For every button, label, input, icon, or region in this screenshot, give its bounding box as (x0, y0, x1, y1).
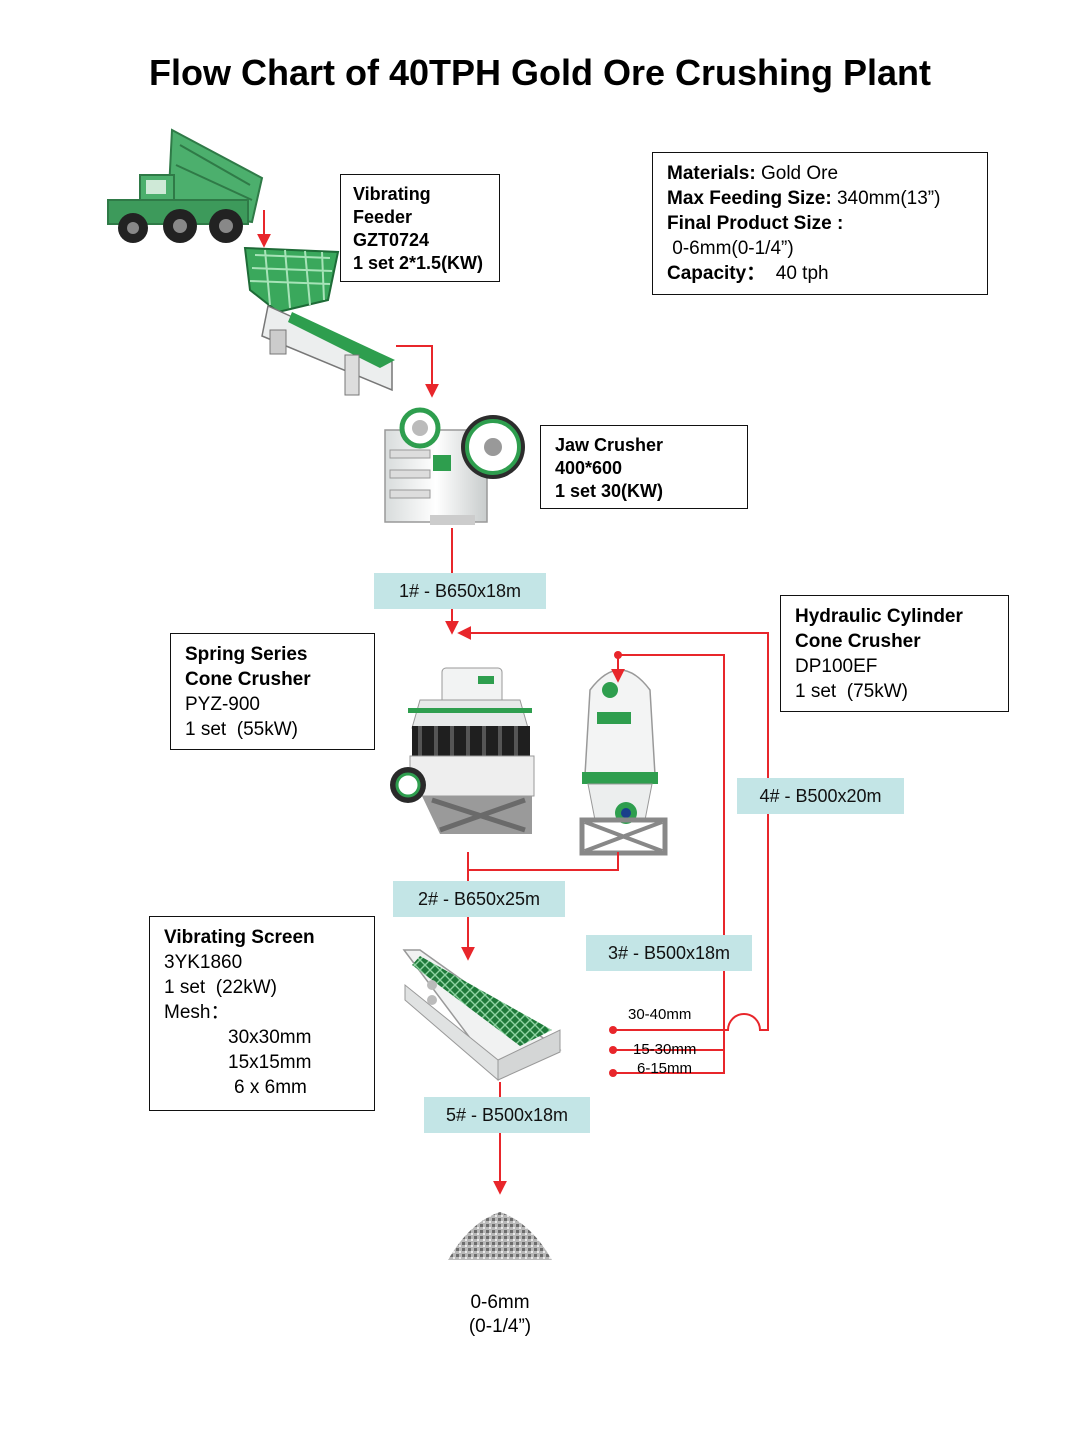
materials-label: Materials: (667, 163, 756, 184)
jaw-crusher-name: Jaw Crusher (555, 435, 664, 455)
screen-model: 3YK1860 (164, 952, 243, 973)
spring-cone-power: 1 set (55kW) (185, 719, 298, 740)
feeder-name-line2: Feeder (353, 207, 413, 227)
screen-mesh-label: Mesh： (164, 1002, 230, 1023)
screen-output-30-40: 30-40mm (628, 1006, 692, 1023)
hydraulic-cone-label-box: Hydraulic Cylinder Cone Crusher DP100EF … (780, 595, 1009, 712)
screen-mesh-2: 15x15mm (228, 1052, 312, 1073)
screen-output-6-15: 6-15mm (637, 1060, 693, 1077)
belt-2-label: 2# - B650x25m (393, 881, 565, 917)
sand-pile-icon (448, 1212, 552, 1260)
feeder-model: GZT0724 (353, 230, 430, 250)
feeder-name-line1: Vibrating (353, 184, 431, 204)
screen-power: 1 set (22kW) (164, 977, 277, 998)
hydraulic-cone-crusher-icon (579, 669, 668, 856)
spring-cone-name-line2: Cone Crusher (185, 669, 311, 690)
vibrating-screen-label-box: Vibrating Screen 3YK1860 1 set (22kW) Me… (149, 916, 375, 1111)
hydraulic-cone-model: DP100EF (795, 656, 878, 677)
screen-mesh-3: 6 x 6mm (234, 1077, 307, 1098)
spring-cone-model: PYZ-900 (185, 694, 260, 715)
feed-size-label: Max Feeding Size: (667, 188, 832, 209)
product-size-value: 0-6mm(0-1/4”) (667, 238, 794, 259)
final-product-size-mm: 0-6mm (470, 1292, 530, 1313)
hydraulic-cone-name-line2: Cone Crusher (795, 631, 921, 652)
jaw-crusher-label-box: Jaw Crusher 400*600 1 set 30(KW) (540, 425, 748, 509)
belt-5-label: 5# - B500x18m (424, 1097, 590, 1133)
spring-cone-name-line1: Spring Series (185, 644, 308, 665)
screen-mesh-1: 30x30mm (228, 1027, 312, 1048)
belt-4-label: 4# - B500x20m (737, 778, 904, 814)
flow-lines (257, 210, 769, 1195)
screen-name: Vibrating Screen (164, 927, 315, 948)
final-product-size-in: (0-1/4”) (468, 1316, 532, 1337)
feed-size-value: 340mm(13”) (831, 188, 941, 209)
final-product-label: 0-6mm (0-1/4”) (440, 1291, 560, 1339)
dump-truck-icon (107, 128, 264, 243)
vibrating-feeder-icon (243, 246, 395, 396)
capacity-label: Capacity： (667, 263, 766, 284)
feeder-label-box: Vibrating Feeder GZT0724 1 set 2*1.5(KW) (340, 174, 500, 282)
belt-1-label: 1# - B650x18m (374, 573, 546, 609)
spring-cone-label-box: Spring Series Cone Crusher PYZ-900 1 set… (170, 633, 375, 750)
hydraulic-cone-name-line1: Hydraulic Cylinder (795, 606, 963, 627)
page-title: Flow Chart of 40TPH Gold Ore Crushing Pl… (148, 52, 932, 93)
materials-value: Gold Ore (755, 163, 839, 184)
belt-3-label: 3# - B500x18m (586, 935, 752, 971)
screen-output-15-30: 15-30mm (633, 1041, 697, 1058)
jaw-crusher-icon (384, 407, 525, 525)
plant-info-box: Materials: Gold Ore Max Feeding Size: 34… (652, 152, 988, 295)
vibrating-screen-icon (402, 949, 562, 1082)
spring-cone-crusher-icon (390, 667, 535, 834)
flow-junction-dots (609, 651, 622, 1077)
feeder-power: 1 set 2*1.5(KW) (353, 253, 484, 273)
capacity-value: 40 tph (765, 263, 829, 284)
jaw-crusher-power: 1 set 30(KW) (555, 481, 664, 501)
jaw-crusher-model: 400*600 (555, 458, 623, 478)
product-size-label: Final Product Size : (667, 213, 844, 234)
hydraulic-cone-power: 1 set (75kW) (795, 681, 908, 702)
